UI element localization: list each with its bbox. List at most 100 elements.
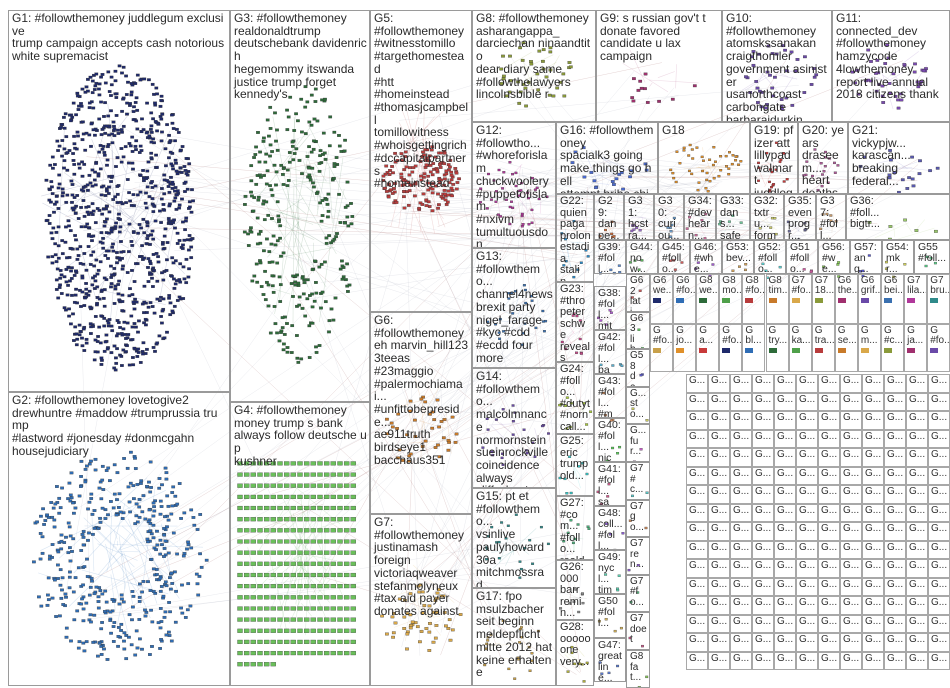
tiny-group: G... <box>884 596 906 615</box>
tiny-group: G... <box>752 448 774 467</box>
tiny-group: G... <box>884 577 906 596</box>
tiny-group: G... <box>796 559 818 578</box>
group-box-g43: G43: #foll... #mo... <box>594 374 626 418</box>
tiny-group-id: G... <box>821 652 838 664</box>
group-box-g26: G26: 000 barr remin... <box>556 560 594 620</box>
group-label-g26: G26: 000 barr remin... <box>560 561 584 620</box>
tiny-group-id: G... <box>931 597 948 608</box>
tiny-group-label: lila... <box>907 285 928 296</box>
tiny-group-node <box>653 348 661 353</box>
tiny-group-id: G... <box>843 430 860 442</box>
tiny-group: G... <box>708 559 730 578</box>
group-box-g34: G34: #dev hearn... <box>684 194 716 240</box>
tiny-group-id: G... <box>931 652 948 664</box>
tiny-group-label: jo... <box>676 335 693 346</box>
tiny-group-node <box>653 298 661 303</box>
tiny-group-id: G... <box>689 393 706 405</box>
group-label-g41: G41: #foll... sas... <box>598 463 621 506</box>
tiny-group: G... <box>774 448 796 467</box>
tiny-group-id: G... <box>909 449 926 460</box>
tiny-group: G... <box>708 633 730 652</box>
tiny-group: G... <box>774 651 796 670</box>
tiny-group: G... <box>884 503 906 522</box>
tiny-group-id: G... <box>909 634 926 645</box>
tiny-group-id: G... <box>821 504 838 516</box>
tiny-group-id: G... <box>755 393 772 405</box>
tiny-group-id: G... <box>777 486 794 497</box>
group-box-g35: G35: even progr... <box>784 194 816 240</box>
group-box-g62: G62 lati... <box>626 274 650 312</box>
tiny-group: G... <box>906 651 928 670</box>
group-label-g14: G14: #followthemo... malcolmnance normor… <box>476 369 549 487</box>
tiny-group-label: #fo... <box>722 335 742 346</box>
tiny-group-id: G... <box>887 412 904 423</box>
tiny-group: G... <box>928 448 950 467</box>
tiny-group-node <box>837 298 846 303</box>
tiny-group-id: G... <box>733 449 750 460</box>
tiny-group: G... <box>884 651 906 670</box>
tiny-group-id: G... <box>931 430 948 442</box>
tiny-group: G... <box>708 596 730 615</box>
group-label-g23: G23: #thro peter schwe reveals joe... <box>560 283 590 362</box>
tiny-group-id: G... <box>799 652 816 664</box>
tiny-group: G... <box>730 596 752 615</box>
tiny-group: G... <box>862 577 884 596</box>
tiny-group-id: G... <box>689 560 706 571</box>
tiny-group-id: G... <box>711 652 728 664</box>
group-label-g58: G58 da... <box>630 350 644 385</box>
tiny-group: G... <box>686 448 708 467</box>
group-label-g31: G31: hcstra... gemell... <box>628 195 649 240</box>
tiny-group-id: G... <box>931 541 948 553</box>
group-box-g56: G56: #we... <box>818 240 850 274</box>
tiny-group-id: G... <box>887 393 904 405</box>
tiny-group: G... <box>906 503 928 522</box>
tiny-group-id: G... <box>865 412 882 423</box>
tiny-group: G... <box>862 596 884 615</box>
tiny-group-node <box>791 298 800 303</box>
group-label-g30: G30: curiou... don t... <box>658 195 680 240</box>
group-box-g6: G6: #followthemoney eh marvin_hill123 3t… <box>370 312 472 514</box>
group-box-g4: G4: #followthemoney money trump s bank a… <box>230 402 370 686</box>
group-box-g63: G63 lib... <box>626 311 650 350</box>
tiny-group: G... <box>686 503 708 522</box>
tiny-group: G... <box>686 596 708 615</box>
tiny-group-id: G... <box>931 486 948 497</box>
group-box-g49: G49: nycl... timg... <box>594 550 626 594</box>
tiny-group-id: G... <box>799 412 816 423</box>
group-box-g18: G18 <box>658 122 750 194</box>
tiny-group-id: G... <box>799 634 816 645</box>
tiny-group-id: G... <box>711 375 728 386</box>
tiny-group-id: G... <box>799 523 816 534</box>
group-label-g7: G7 doet <box>630 613 647 646</box>
group-label-g10: G10: #followthemoney atomskssanakan crai… <box>726 11 827 122</box>
tiny-group: G... <box>884 540 906 559</box>
tiny-group-id: G... <box>799 430 816 442</box>
tiny-group-id: G... <box>843 615 860 627</box>
tiny-group: G... <box>774 429 796 448</box>
group-label-g55: G55 #foll... <box>918 241 947 265</box>
tiny-group: G... <box>840 559 862 578</box>
group-box-g1: G1: #followthemoney juddlegum exclusive … <box>8 10 230 392</box>
tiny-group-id: G... <box>777 560 794 571</box>
group-box-g39: G39: #foll... our... <box>594 240 626 274</box>
tiny-group: G... <box>708 577 730 596</box>
tiny-group: G... <box>774 577 796 596</box>
tiny-group: G... <box>928 485 950 504</box>
tiny-group: G... <box>796 540 818 559</box>
tiny-group-id: G... <box>909 652 926 664</box>
tiny-group-id: G... <box>733 652 750 664</box>
tiny-group-id: G... <box>865 634 882 645</box>
tiny-group: G... <box>796 485 818 504</box>
tiny-group-id: G... <box>887 449 904 460</box>
tiny-group-id: G... <box>843 578 860 590</box>
group-label-g28: G28: ooooo one very... <box>560 621 591 668</box>
tiny-group: G... <box>840 522 862 541</box>
tiny-group: G... <box>906 485 928 504</box>
group-label-g9: G9: s russian gov't t donate favored can… <box>600 11 706 64</box>
tiny-group: G... <box>928 411 950 430</box>
group-box-g7: G7: #followthemoney justinamash foreign … <box>370 514 472 686</box>
tiny-group-label: tim... <box>768 285 789 296</box>
tiny-group: G... <box>730 559 752 578</box>
group-box-g19: G19: pfizer att lillypad walmart juddleg… <box>750 122 798 194</box>
